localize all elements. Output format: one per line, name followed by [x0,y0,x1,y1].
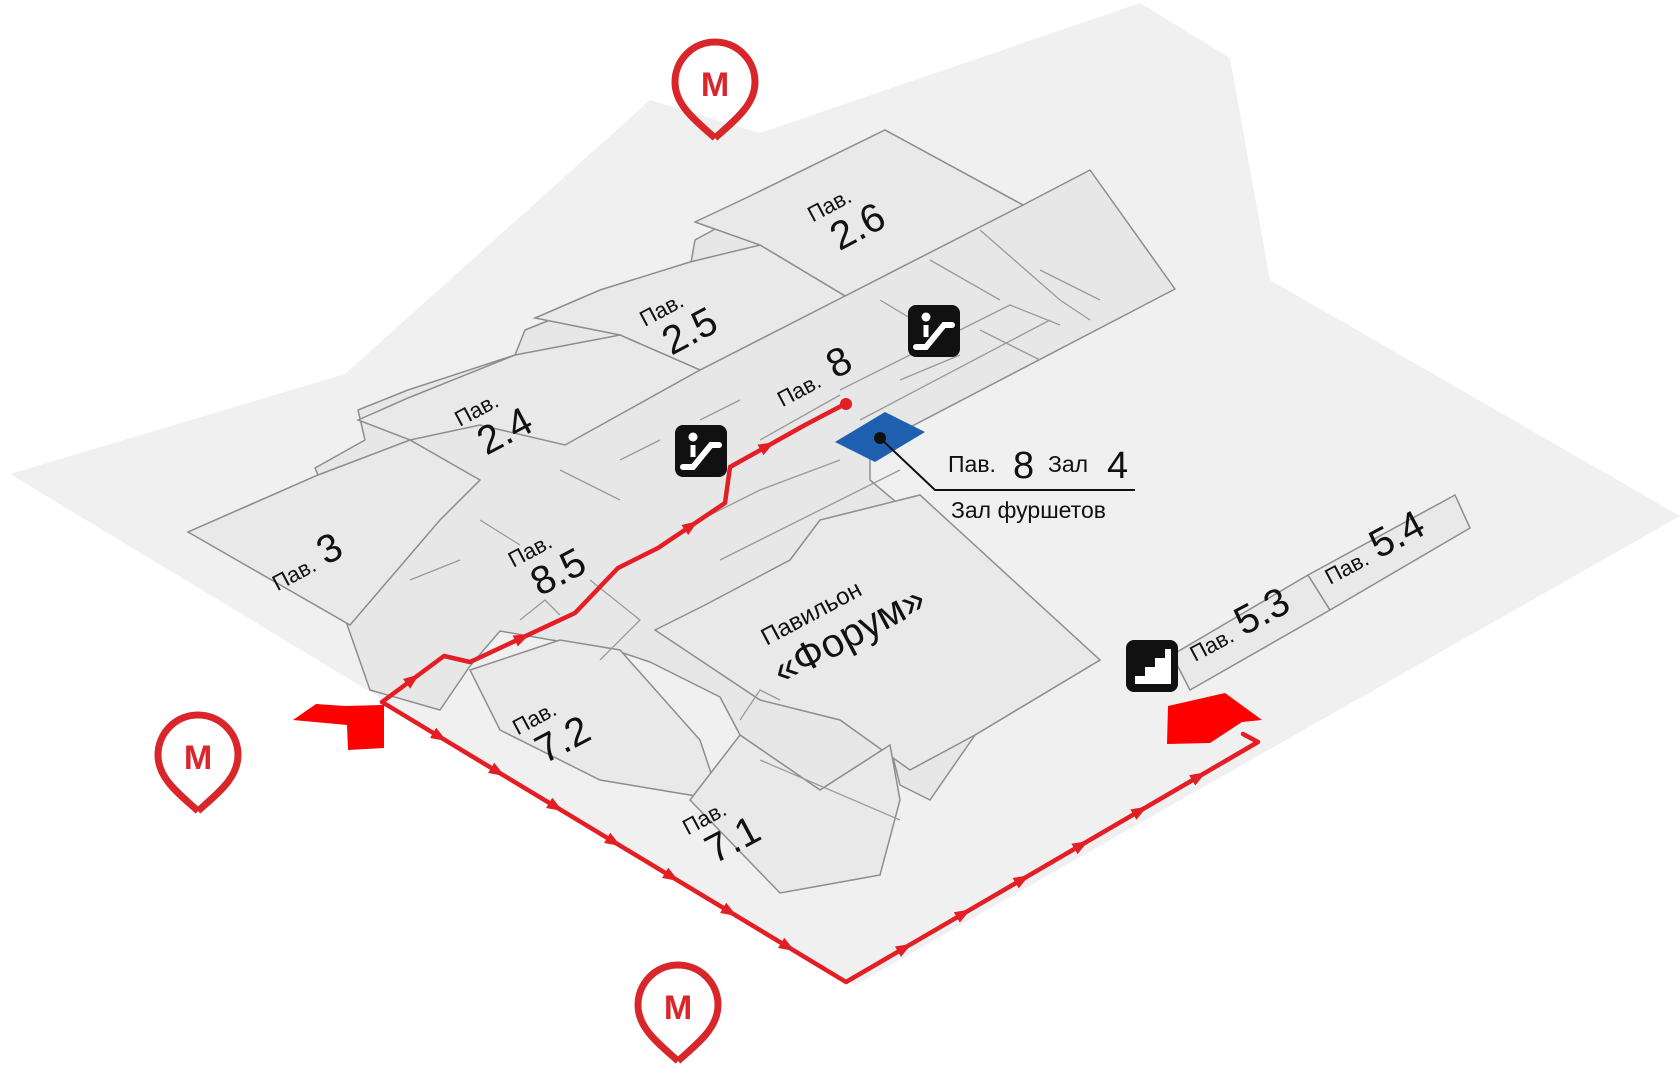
destination-callout-leader [874,432,1135,491]
pavilion-2-4-area[interactable] [356,334,702,446]
stairs-icon[interactable] [1126,640,1178,692]
route-direction-marker [778,937,795,952]
destination-callout: Пав. 8 Зал 4 Зал фуршетов [948,445,1128,523]
metro-icon[interactable]: М [158,715,238,811]
route-direction-marker [681,521,699,535]
route-direction-marker [720,902,737,917]
metro-letter: М [701,66,729,104]
route-direction-marker [894,943,912,957]
metro-icon[interactable]: М [638,965,718,1061]
route-direction-marker [1012,875,1030,889]
interior-walls [409,229,1101,821]
route-direction-marker [1189,772,1207,786]
callout-hall-number: 4 [1107,445,1128,487]
route-end-dot [840,398,852,410]
escalator-icon[interactable] [908,305,960,357]
route-direction-marker [403,674,420,689]
route [379,398,1261,985]
callout-hall-name: Зал фуршетов [951,497,1106,523]
route-direction-marker [512,634,530,647]
route-direction-marker [1130,806,1148,820]
route-direction-marker [662,867,679,882]
route-direction-marker [604,832,621,847]
pavilion-7-2-area[interactable] [468,639,722,801]
callout-pav-prefix: Пав. [948,451,996,477]
pavilion-7-1-area[interactable] [689,733,901,894]
entrance-arrow-icon[interactable] [293,704,384,750]
entrance-arrow-icon[interactable] [1167,693,1262,744]
route-direction-marker [488,762,505,777]
metro-icon[interactable]: М [675,42,755,138]
route-direction-marker [953,909,971,923]
callout-pav-number: 8 [1013,445,1034,487]
pavilion-5-4-area[interactable] [1306,493,1471,612]
metro-letter: М [184,739,212,777]
callout-hall-prefix: Зал [1048,451,1088,477]
pavilion-3-area[interactable] [186,439,482,626]
route-direction-marker [1071,840,1089,855]
escalator-icon[interactable] [675,425,727,477]
metro-letter: М [664,989,692,1027]
route-direction-marker [430,727,447,742]
pavilion-forum-area[interactable] [653,494,1102,771]
route-direction-marker [546,797,563,812]
route-direction-marker [757,442,775,456]
